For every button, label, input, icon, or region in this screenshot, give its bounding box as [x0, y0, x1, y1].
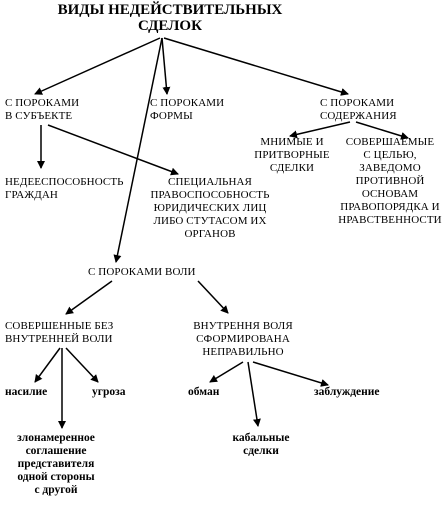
node-delusion: заблуждение	[314, 386, 380, 398]
node-deceit: обман	[188, 386, 220, 398]
arrow-to-violence	[34, 347, 61, 383]
node-against-order: СОВЕРШАЕМЫЕ С ЦЕЛЬЮ, ЗАВЕДОМО ПРОТИВНОЙ …	[338, 136, 442, 226]
arrow-to-sham	[289, 121, 351, 139]
arrow-to-wrong-will	[197, 280, 229, 314]
arrow-to-special-capacity	[47, 124, 179, 176]
diagram-title: ВИДЫ НЕДЕЙСТВИТЕЛЬНЫХ СДЕЛОК	[57, 2, 283, 34]
arrow-to-content	[163, 37, 349, 96]
node-form: С ПОРОКАМИ ФОРМЫ	[150, 97, 225, 122]
arrow-to-will	[113, 37, 163, 263]
arrow-to-form	[161, 37, 171, 95]
node-incapacity: НЕДЕЕСПОСОБНОСТЬ ГРАЖДАН	[5, 176, 124, 201]
arrow-to-bondage	[247, 361, 261, 427]
node-sham: МНИМЫЕ И ПРИТВОРНЫЕ СДЕЛКИ	[254, 136, 330, 174]
arrow-to-delusion	[252, 361, 329, 387]
node-wrong-will: ВНУТРЕННЯ ВОЛЯ СФОРМИРОВАНА НЕПРАВИЛЬНО	[193, 320, 293, 358]
node-subject: С ПОРОКАМИ В СУБЪЕКТЕ	[5, 97, 80, 122]
node-without-will: СОВЕРШЕННЫЕ БЕЗ ВНУТРЕННЕЙ ВОЛИ	[5, 320, 114, 345]
node-bondage: кабальные сделки	[232, 432, 290, 457]
arrow-to-against-order	[355, 121, 409, 140]
node-collusion: злонамеренное соглашение представителя о…	[17, 432, 95, 496]
arrow-to-deceit	[209, 361, 244, 383]
arrow-to-subject	[34, 37, 161, 95]
node-special-capacity: СПЕЦИАЛЬНАЯ ПРАВОСПОСОБНОСТЬ ЮРИДИЧЕСКИХ…	[150, 176, 270, 240]
node-content: С ПОРОКАМИ СОДЕРЖАНИЯ	[320, 97, 397, 122]
arrow-to-without-will	[65, 280, 113, 315]
node-will: С ПОРОКАМИ ВОЛИ	[88, 266, 196, 278]
node-violence: насилие	[5, 386, 48, 398]
node-threat: угроза	[92, 386, 126, 398]
arrow-to-threat	[65, 347, 99, 383]
